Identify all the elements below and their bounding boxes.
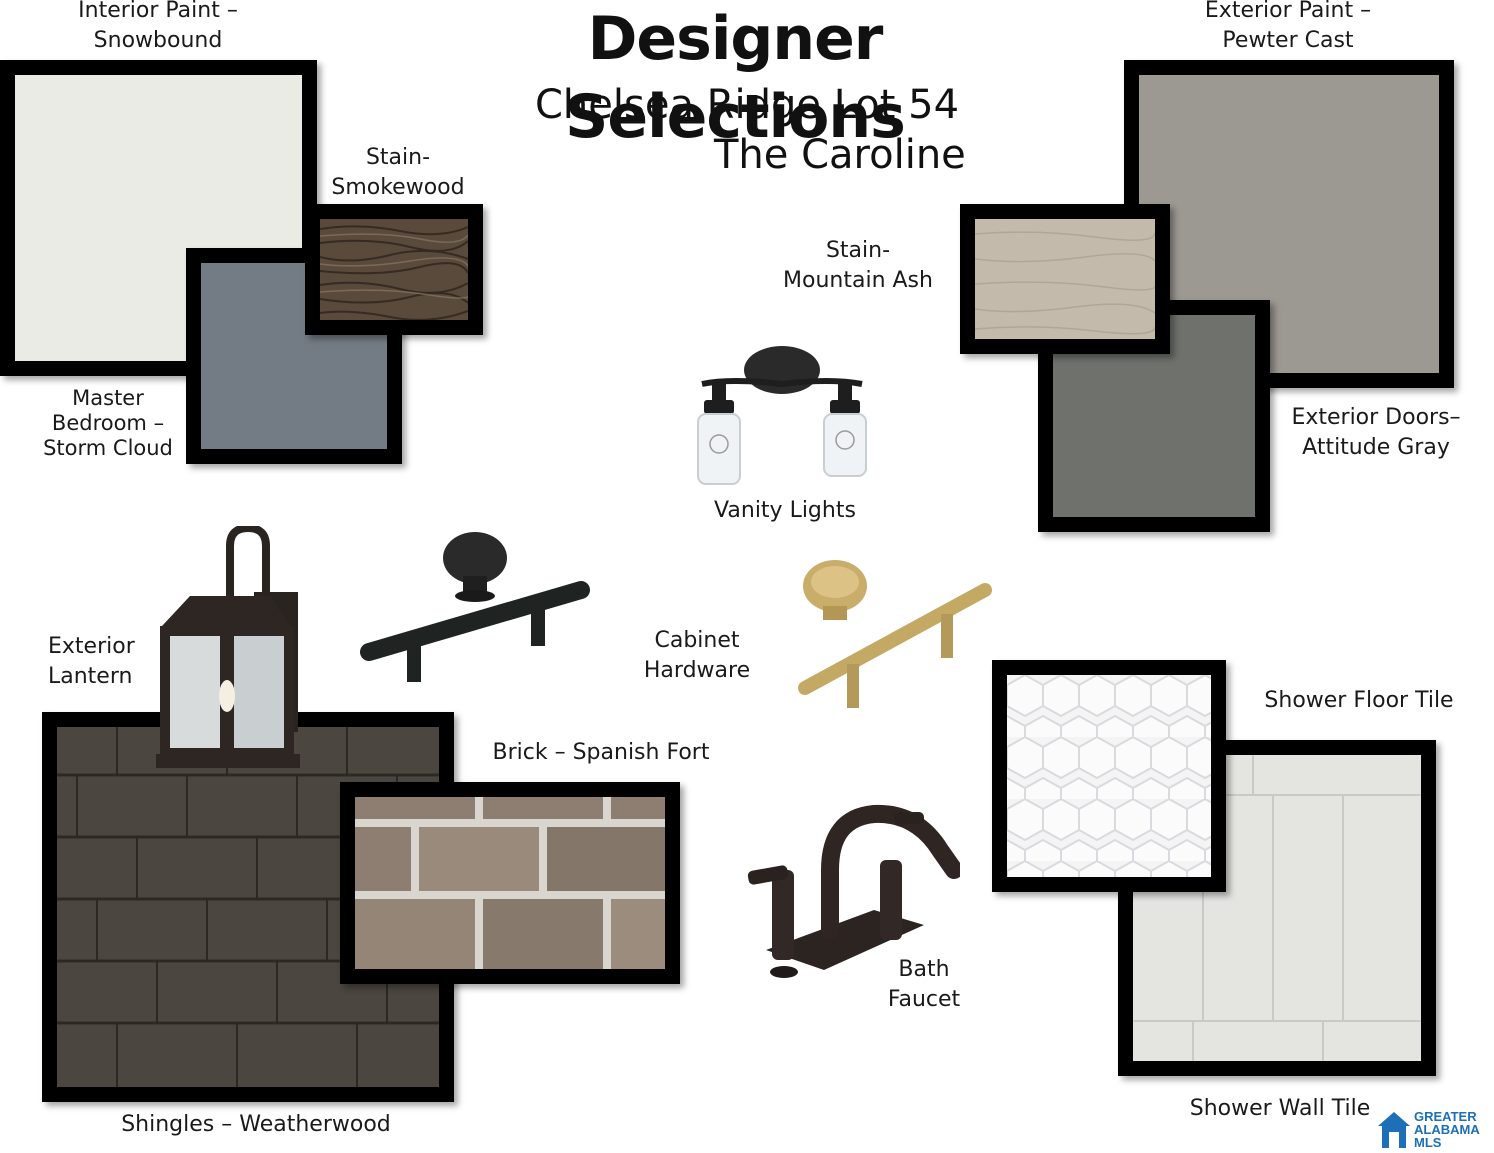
house-icon: [1378, 1112, 1410, 1148]
subtitle-lot: Chelsea Ridge Lot 54: [535, 82, 960, 128]
exterior-paint-label: Exterior Paint – Pewter Cast: [1204, 0, 1372, 53]
shower-wall-tile-label: Shower Wall Tile: [1189, 1096, 1371, 1121]
page-title: Designer Selections: [565, 4, 906, 152]
cabinet-hardware-label: Cabinet Hardware: [643, 628, 751, 683]
brick-swatch: [340, 782, 680, 984]
shower-floor-tile-swatch: [992, 660, 1226, 892]
brass-cabinet-hardware-image: [795, 556, 995, 716]
master-bedroom-label: Master Bedroom – Storm Cloud: [43, 386, 173, 460]
vanity-lights-image: [690, 340, 880, 490]
logo-line1: GREATER: [1414, 1109, 1477, 1124]
logo-line2: ALABAMA: [1414, 1122, 1480, 1137]
stain-mountain-ash-swatch: [960, 204, 1170, 354]
exterior-doors-label: Exterior Doors– Attitude Gray: [1291, 405, 1461, 460]
subtitle-model: The Caroline: [714, 132, 966, 178]
shower-floor-tile-label: Shower Floor Tile: [1264, 688, 1454, 713]
logo-line3: MLS: [1414, 1135, 1442, 1150]
shingles-label: Shingles – Weatherwood: [121, 1112, 391, 1137]
brick-label: Brick – Spanish Fort: [492, 740, 710, 765]
bath-faucet-label: Bath Faucet: [887, 957, 961, 1012]
exterior-lantern-label: Exterior Lantern: [48, 634, 135, 689]
bath-faucet-image: [744, 800, 963, 980]
stain-mountain-ash-label: Stain- Mountain Ash: [783, 238, 933, 293]
vanity-lights-label: Vanity Lights: [714, 498, 856, 523]
black-cabinet-hardware-image: [355, 528, 595, 693]
exterior-lantern-image: [150, 523, 310, 776]
stain-smokewood-swatch: [305, 204, 483, 335]
greater-alabama-mls-logo: GREATER ALABAMA MLS: [1376, 1106, 1494, 1152]
interior-paint-label: Interior Paint – Snowbound: [78, 0, 238, 53]
stain-smokewood-label: Stain- Smokewood: [331, 145, 465, 200]
